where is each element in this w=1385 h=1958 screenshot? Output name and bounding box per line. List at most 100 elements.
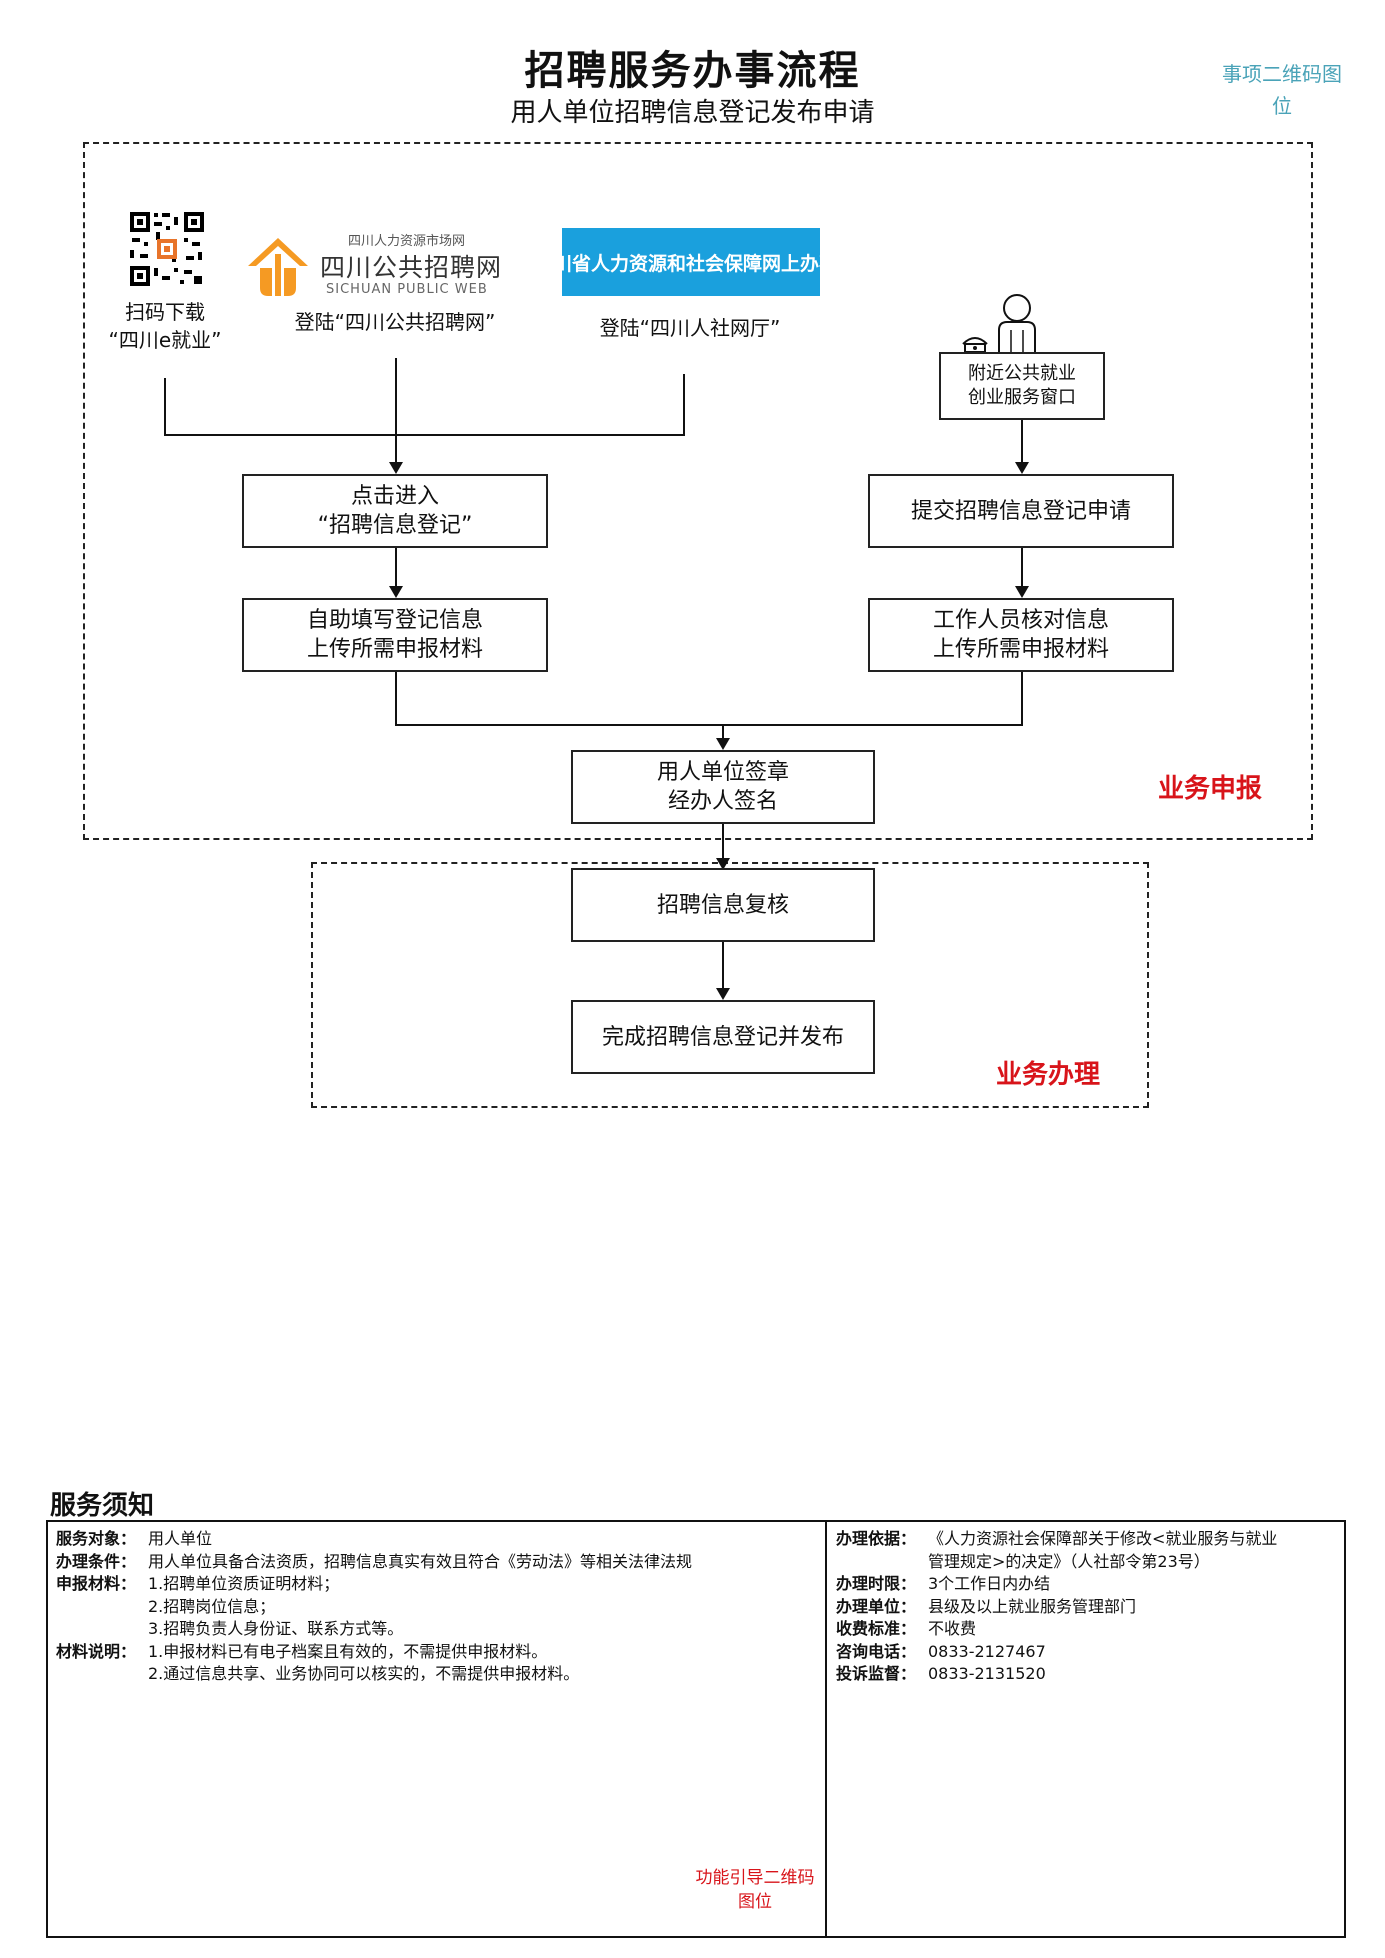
window-line2: 创业服务窗口	[968, 387, 1076, 408]
notice-right-row: 收费标准：不收费	[836, 1618, 976, 1640]
connector-sign-to-review	[722, 824, 724, 868]
arrow-to-self-fill	[389, 586, 403, 598]
notice-left-value: 1.申报材料已有电子档案且有效的，不需提供申报材料。	[148, 1641, 548, 1661]
apply-section-frame	[83, 142, 1313, 840]
notice-left-row: 服务对象：用人单位	[56, 1528, 212, 1550]
sign-line1: 用人单位签章	[656, 760, 789, 785]
arrow-to-review	[716, 858, 730, 870]
arrow-to-sign	[716, 738, 730, 750]
self-fill-line2: 上传所需申报材料	[306, 637, 483, 662]
scan-download-caption: 扫码下载 “四川e就业”	[90, 298, 240, 354]
notice-right-label: 办理单位：	[836, 1596, 917, 1616]
connector-bottom-horizontal	[395, 724, 1023, 726]
notice-right-row: 办理依据： 《人力资源社会保障部关于修改<就业服务与就业	[836, 1528, 1277, 1550]
page-title: 招聘服务办事流程	[524, 48, 861, 94]
arrow-to-click	[389, 462, 403, 474]
notice-left-value: 3.招聘负责人身份证、联系方式等。	[148, 1619, 404, 1638]
notice-left-row: 3.招聘负责人身份证、联系方式等。	[56, 1618, 403, 1640]
connector-click-to-fill	[395, 548, 397, 588]
apply-section-label: 业务申报	[1158, 774, 1263, 804]
staff-line1: 工作人员核对信息	[932, 608, 1109, 633]
notice-left-value: 用人单位具备合法资质，招聘信息真实有效且符合《劳动法》等相关法律法规	[148, 1551, 693, 1571]
notice-left-row: 2.招聘岗位信息；	[56, 1596, 275, 1618]
login-hall-caption: 登陆“四川人社网厅”	[599, 316, 781, 340]
notice-right-label: 办理时限：	[836, 1574, 917, 1593]
sichuan-web-emblem-icon	[248, 238, 308, 296]
click-line1: 点击进入	[350, 484, 439, 509]
notice-table	[46, 1520, 1346, 1938]
sichuan-public-web-logo: 四川人力资源市场网 四川公共招聘网 SICHUAN PUBLIC WEB	[240, 230, 530, 302]
staff-line2: 上传所需申报材料	[932, 637, 1109, 662]
connector-review-to-publish	[722, 942, 724, 990]
notice-right-value: 县级及以上就业服务管理部门	[928, 1596, 1137, 1616]
notice-left-row: 材料说明： 1.申报材料已有电子档案且有效的，不需提供申报材料。	[56, 1641, 547, 1663]
sichuan-web-en-text: SICHUAN PUBLIC WEB	[326, 282, 488, 297]
notice-title: 服务须知	[50, 1491, 155, 1521]
scan-line2: “四川e就业”	[108, 328, 222, 352]
service-staff-icon	[955, 292, 1055, 354]
nearby-service-window-box: 附近公共就业 创业服务窗口	[939, 352, 1105, 420]
notice-left-row: 2.通过信息共享、业务协同可以核实的，不需提供申报材料。	[56, 1663, 579, 1685]
click-enter-box: 点击进入 “招聘信息登记”	[242, 474, 548, 548]
notice-right-label: 投诉监督：	[836, 1664, 917, 1683]
notice-right-value: 管理规定>的决定》（人社部令第23号）	[928, 1551, 1210, 1571]
review-box: 招聘信息复核	[571, 868, 875, 942]
submit-application-box: 提交招聘信息登记申请	[868, 474, 1174, 548]
renshe-emblem-icon	[506, 250, 530, 274]
handle-section-label: 业务办理	[996, 1060, 1101, 1090]
item-qr-placeholder: 事项二维码图位	[1222, 62, 1342, 118]
notice-right-row: 办理时限： 3个工作日内办结	[836, 1573, 1050, 1595]
notice-left-row: 申报材料： 1.招聘单位资质证明材料；	[56, 1573, 339, 1595]
notice-divider	[825, 1520, 827, 1938]
sichuan-web-top-text: 四川人力资源市场网	[348, 234, 466, 249]
connector-hall-down	[683, 374, 685, 436]
notice-right-row: 投诉监督： 0833-2131520	[836, 1663, 1046, 1685]
connector-scan-down	[164, 378, 166, 436]
notice-left-label: 服务对象：	[56, 1529, 137, 1548]
function-qr-placeholder: 功能引导二维码图位	[695, 1868, 815, 1912]
sign-seal-box: 用人单位签章 经办人签名	[571, 750, 875, 824]
arrow-to-staff	[1015, 586, 1029, 598]
notice-right-row: 咨询电话： 0833-2127467	[836, 1641, 1046, 1663]
login-web-caption: 登陆“四川公共招聘网”	[294, 310, 496, 334]
notice-right-label: 咨询电话：	[836, 1641, 917, 1661]
scan-line1: 扫码下载	[125, 300, 205, 324]
connector-merge-down	[395, 434, 397, 464]
notice-right-value: 0833-2131520	[928, 1664, 1046, 1683]
notice-left-label: 办理条件：	[56, 1551, 137, 1571]
arrow-to-submit	[1015, 462, 1029, 474]
handle-section-frame	[311, 862, 1149, 1108]
staff-check-box: 工作人员核对信息 上传所需申报材料	[868, 598, 1174, 672]
window-line1: 附近公共就业	[968, 363, 1076, 384]
connector-top-horizontal	[164, 434, 685, 436]
connector-to-sign	[722, 724, 724, 740]
renshe-hall-text: 四川省人力资源和社会保障网上办事大厅	[534, 252, 877, 275]
app-qr-code-icon	[128, 210, 206, 288]
self-fill-line1: 自助填写登记信息	[306, 608, 483, 633]
notice-right-value: 《人力资源社会保障部关于修改<就业服务与就业	[928, 1529, 1278, 1548]
notice-left-value: 1.招聘单位资质证明材料；	[148, 1574, 340, 1593]
connector-submit-to-staff	[1021, 548, 1023, 588]
notice-left-label: 申报材料：	[56, 1574, 137, 1593]
sign-line2: 经办人签名	[667, 789, 778, 814]
notice-right-row: 管理规定>的决定》（人社部令第23号）	[836, 1551, 1210, 1573]
connector-web-down	[395, 358, 397, 436]
connector-window-down	[1021, 420, 1023, 464]
click-line2: “招聘信息登记”	[317, 513, 473, 538]
notice-right-row: 办理单位： 县级及以上就业服务管理部门	[836, 1596, 1136, 1618]
connector-right-bottom	[1021, 672, 1023, 726]
notice-right-label: 办理依据：	[836, 1529, 917, 1548]
publish-text: 完成招聘信息登记并发布	[601, 1024, 844, 1050]
self-fill-box: 自助填写登记信息 上传所需申报材料	[242, 598, 548, 672]
page-subtitle: 用人单位招聘信息登记发布申请	[510, 98, 875, 128]
notice-right-value: 不收费	[928, 1619, 977, 1638]
submit-text: 提交招聘信息登记申请	[910, 498, 1131, 524]
notice-left-row: 办理条件： 用人单位具备合法资质，招聘信息真实有效且符合《劳动法》等相关法律法规	[56, 1551, 692, 1573]
notice-left-value: 2.通过信息共享、业务协同可以核实的，不需提供申报材料。	[148, 1664, 580, 1683]
notice-right-value: 0833-2127467	[928, 1641, 1046, 1661]
arrow-to-publish	[716, 988, 730, 1000]
publish-box: 完成招聘信息登记并发布	[571, 1000, 875, 1074]
notice-right-value: 3个工作日内办结	[928, 1574, 1051, 1593]
connector-left-bottom	[395, 672, 397, 726]
notice-left-label: 材料说明：	[56, 1641, 137, 1661]
